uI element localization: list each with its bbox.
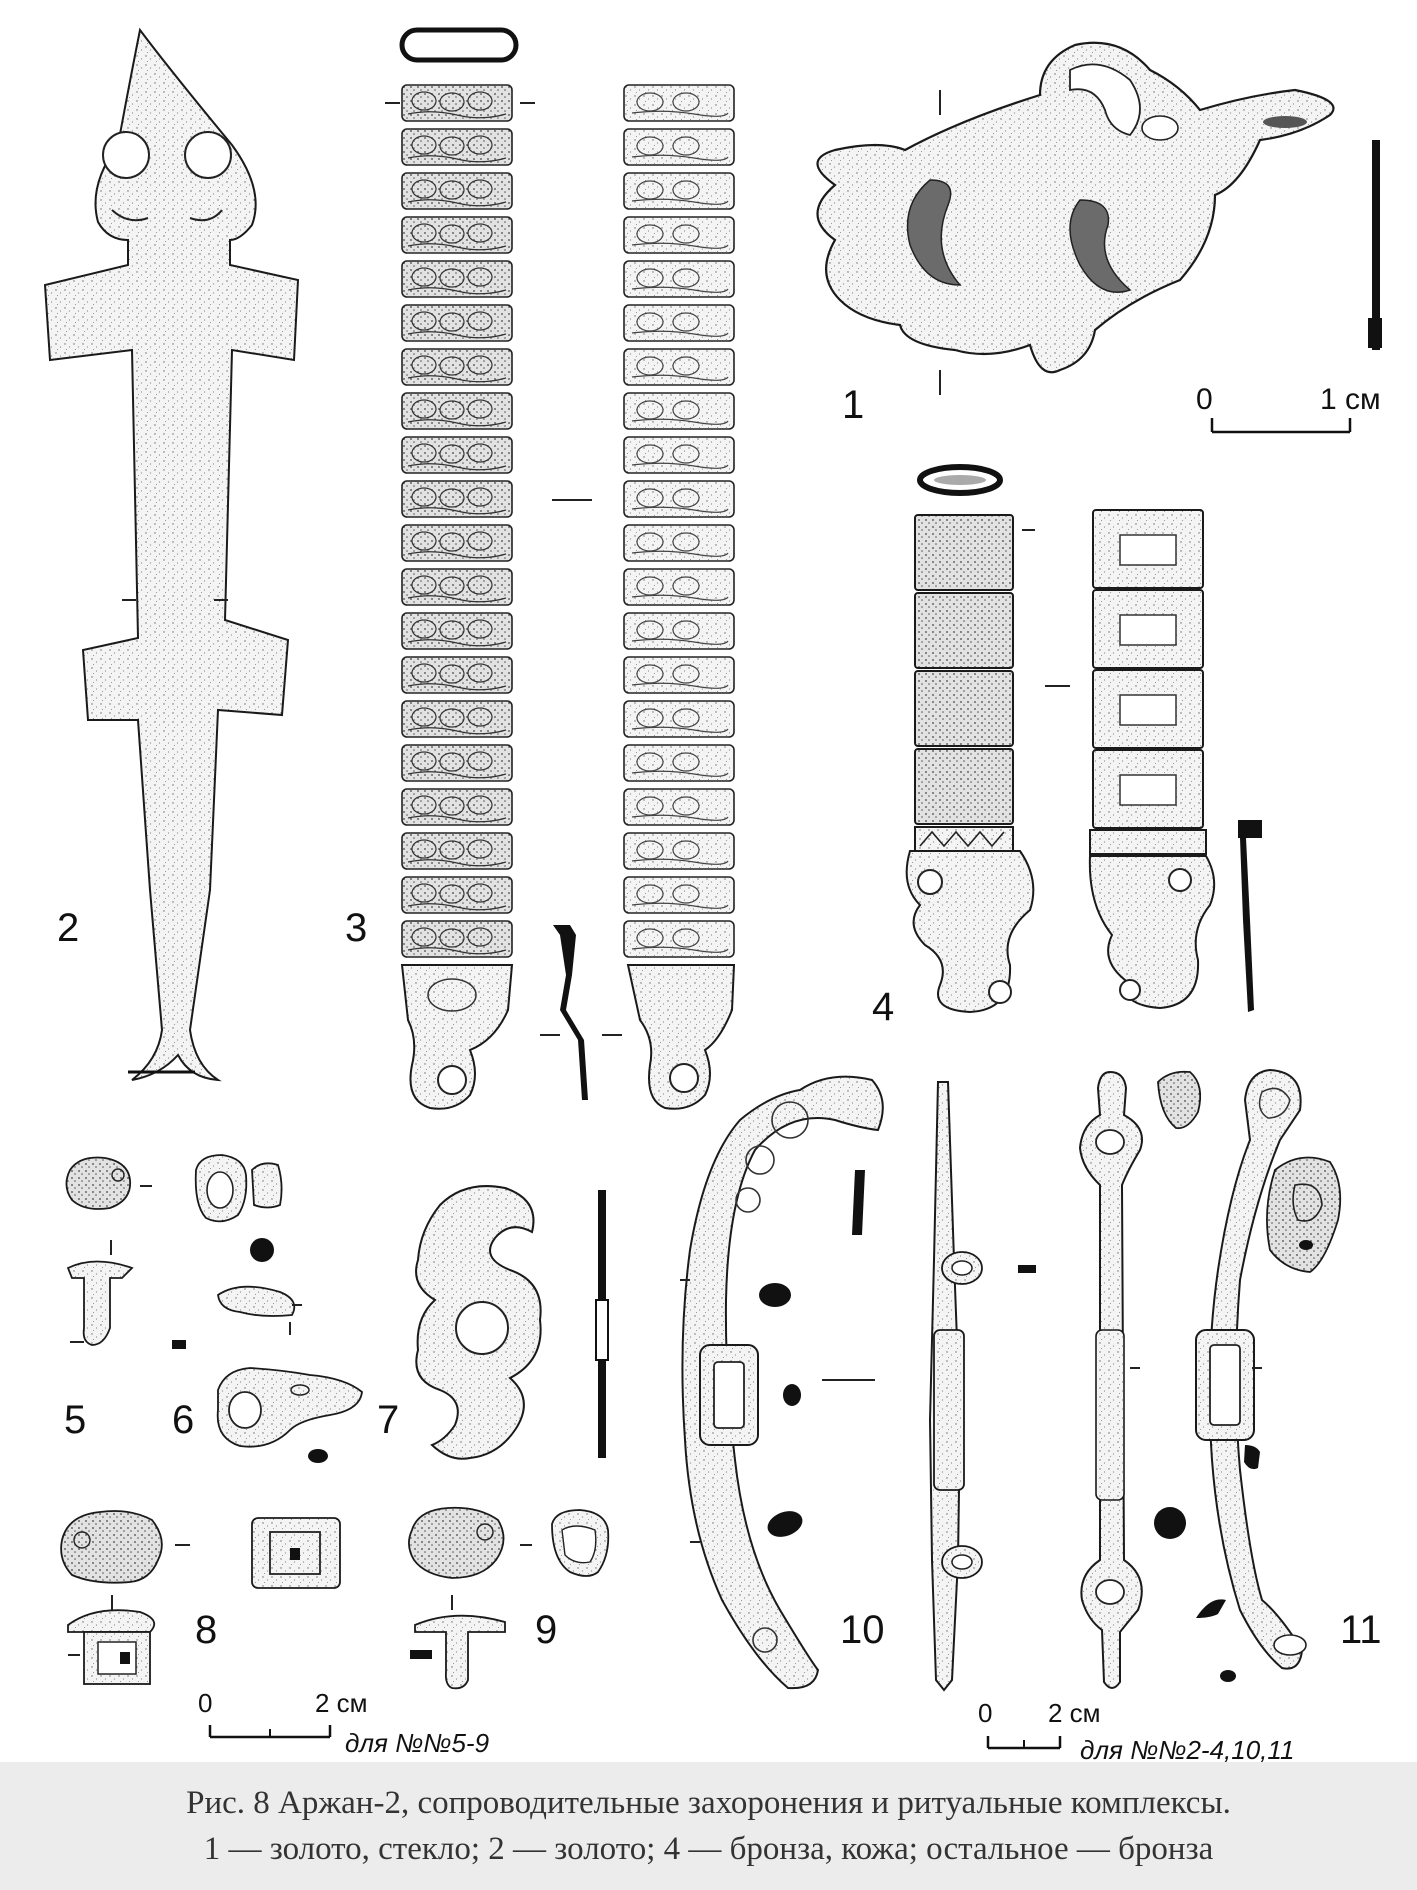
artifact-9-elephant-button xyxy=(408,1506,610,1690)
figure-plate: 1 2 3 4 5 6 7 8 9 10 11 0 1 см 0 2 см дл… xyxy=(43,27,1382,1765)
figure-label-5: 5 xyxy=(64,1398,87,1442)
figure-label-4: 4 xyxy=(872,985,895,1029)
figure-label-3: 3 xyxy=(345,906,368,950)
figure-label-9: 9 xyxy=(535,1608,558,1652)
artifact-2-gold-ornament xyxy=(43,27,300,1082)
artifact-1-ram-plaque xyxy=(816,41,1382,395)
scale-bar-2cm-large xyxy=(986,1736,1062,1750)
figure-caption: Рис. 8 Аржан-2, сопроводительные захорон… xyxy=(0,1762,1417,1890)
caption-line-1: Рис. 8 Аржан-2, сопроводительные захорон… xyxy=(186,1785,1231,1821)
artifact-10-cheekpiece xyxy=(680,1075,884,1690)
scale-1-end: 1 см xyxy=(1320,383,1381,416)
artifact-drawings xyxy=(43,27,1382,1750)
scale-2-end: 2 см xyxy=(315,1688,368,1718)
artifact-4-belt xyxy=(905,464,1262,1014)
figure-label-6: 6 xyxy=(172,1398,195,1442)
scale-bar-1cm xyxy=(1210,418,1352,434)
figure-label-11: 11 xyxy=(1340,1608,1382,1652)
scale-2-note: для №№5-9 xyxy=(345,1728,490,1758)
scale-2-zero: 0 xyxy=(198,1688,213,1718)
figure-label-10: 10 xyxy=(840,1608,885,1652)
artifact-6-ring xyxy=(194,1154,363,1463)
scale-3-note: для №№2-4,10,11 xyxy=(1080,1735,1295,1765)
scale-3-end: 2 см xyxy=(1048,1698,1101,1728)
caption-line-2: 1 — золото, стекло; 2 — золото; 4 — брон… xyxy=(203,1831,1214,1867)
artifact-7-s-plaque xyxy=(415,1185,609,1460)
scale-bar-2cm-small xyxy=(208,1725,332,1739)
artifact-3-belt xyxy=(385,27,736,1110)
figure-label-1: 1 xyxy=(842,383,865,427)
artifact-11-cheekpiece xyxy=(1078,1068,1342,1689)
scale-1-zero: 0 xyxy=(1196,383,1213,416)
artifact-10-side-view xyxy=(928,1081,1036,1692)
artifact-8-elephant-button xyxy=(60,1510,341,1685)
scale-3-zero: 0 xyxy=(978,1698,993,1728)
artifact-5-button xyxy=(65,1156,186,1349)
figure-label-2: 2 xyxy=(57,906,80,950)
figure-label-8: 8 xyxy=(195,1608,218,1652)
figure-label-7: 7 xyxy=(377,1398,400,1442)
